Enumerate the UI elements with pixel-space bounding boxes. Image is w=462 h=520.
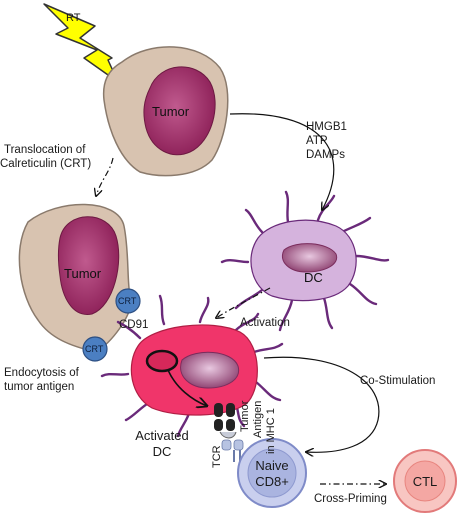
crt-marker-2 <box>82 336 108 362</box>
co-stimulation-label: Co-Stimulation <box>360 375 436 387</box>
translocation-line2: Calreticulin (CRT) <box>0 158 92 170</box>
crt-marker-1 <box>115 288 141 314</box>
activated-dc-line1: Activated <box>135 428 189 443</box>
naive-line1: Naive <box>255 458 289 473</box>
rt-label: RT <box>66 12 81 24</box>
tumor-left-label: Tumor <box>64 266 102 281</box>
tumor-antigen-line1: Tumor <box>239 400 251 432</box>
signals-line3: DAMPs <box>306 149 345 161</box>
signals-line2: ATP <box>306 135 328 147</box>
endocytosis-line2: tumor antigen <box>4 381 75 393</box>
activation-label: Activation <box>240 317 290 329</box>
tumor-top-label: Tumor <box>152 104 190 119</box>
tumor-antigen-line2: Antigen <box>252 400 264 438</box>
dc-label: DC <box>304 270 323 285</box>
arrow-activation <box>216 287 271 318</box>
activated-dc-line2: DC <box>152 444 172 459</box>
arrow-signals <box>229 113 335 210</box>
tumor-cell-left <box>18 203 133 353</box>
crt-1-label: CRT <box>118 296 137 306</box>
arrow-endocytosis <box>167 369 207 406</box>
arrow-translocation <box>96 157 114 196</box>
tumor-antigen-line3: in MHC 1 <box>265 408 277 454</box>
naive-line2: CD8+ <box>255 474 289 489</box>
tcr-label: TCR <box>211 445 223 468</box>
dendritic-cell <box>220 190 390 332</box>
ctl-cell <box>393 449 457 513</box>
cross-priming-label: Cross-Priming <box>314 493 387 505</box>
crt-2-label: CRT <box>85 344 104 354</box>
tcr-mhc-complex <box>214 403 244 462</box>
radiation-lightning-bolt <box>43 3 119 83</box>
cd91-label: CD91 <box>119 319 149 331</box>
activated-dendritic-cell <box>100 294 284 438</box>
signals-line1: HMGB1 <box>306 121 347 133</box>
naive-cd8-cell <box>237 438 307 508</box>
ctl-label: CTL <box>412 474 438 489</box>
endocytosis-line1: Endocytosis of <box>4 367 79 379</box>
arrow-co-stimulation <box>263 356 380 452</box>
tumor-cell-top <box>102 46 229 177</box>
translocation-line1: Translocation of <box>4 144 86 156</box>
